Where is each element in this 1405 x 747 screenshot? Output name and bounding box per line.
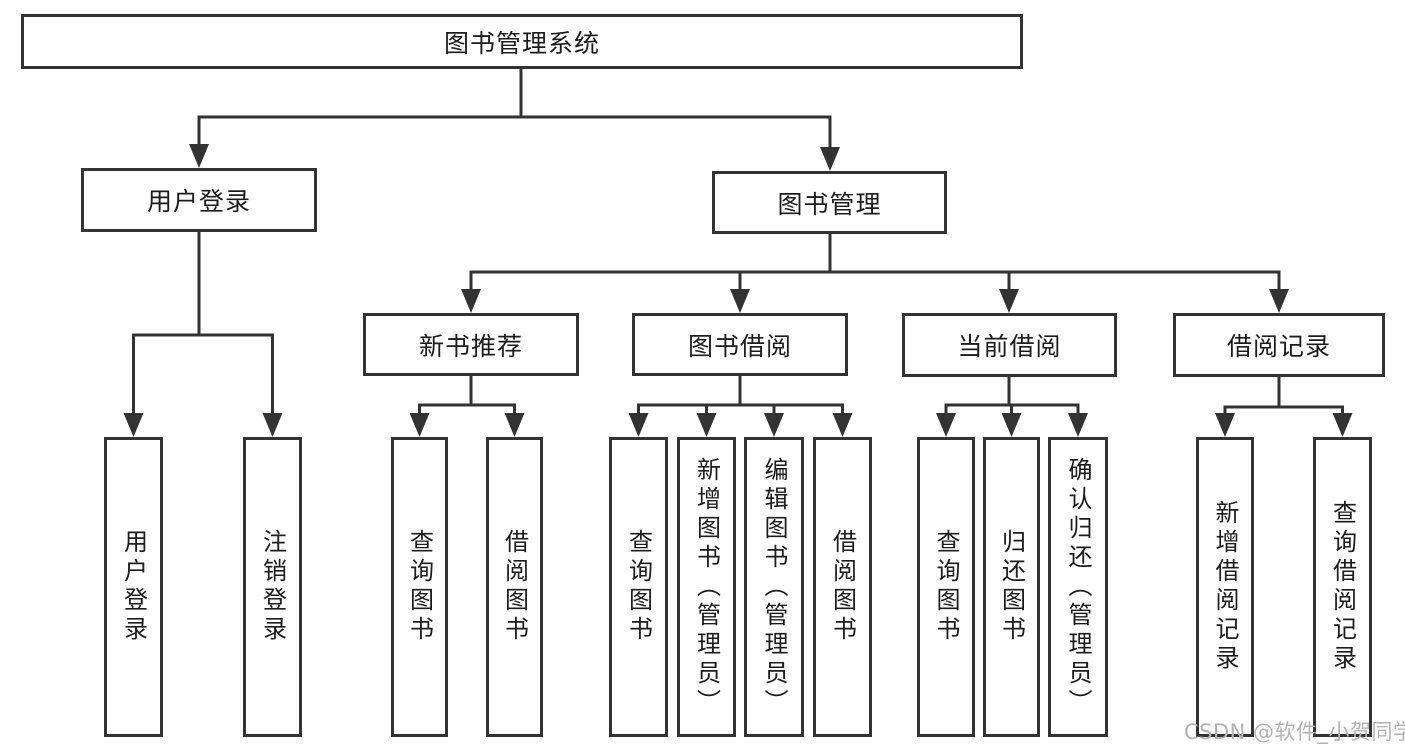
node-new-book-rec: 新书推荐	[363, 313, 579, 376]
leaf-cb-query-books: 查询图书	[917, 437, 975, 737]
leaf-cb-return-books: 归还图书	[983, 437, 1040, 737]
edges-root	[189, 67, 840, 171]
node-user-login-label: 用户登录	[146, 187, 251, 216]
leaf-nb-borrow-books: 借阅图书	[486, 437, 543, 737]
node-book-borrow: 图书借阅	[632, 313, 848, 376]
leaf-br-query-record-label: 查询借阅记录	[1328, 500, 1357, 674]
leaf-br-add-record-label: 新增借阅记录	[1211, 500, 1239, 674]
leaf-logout: 注销登录	[243, 437, 302, 737]
leaf-logout-label: 注销登录	[258, 529, 287, 645]
leaf-bb-edit-books: 编辑图书（管理员）	[744, 437, 804, 737]
node-current-borrow: 当前借阅	[902, 313, 1117, 377]
node-current-borrow-label: 当前借阅	[957, 332, 1062, 361]
leaf-br-add-record: 新增借阅记录	[1196, 437, 1254, 737]
csdn-watermark: CSDN @软件_小贺同学	[1184, 720, 1405, 744]
leaf-bb-borrow-books-label: 借阅图书	[828, 529, 857, 645]
leaf-bb-edit-books-label: 编辑图书（管理员）	[760, 456, 788, 718]
node-user-login: 用户登录	[81, 168, 317, 232]
edges-borrow-records	[1215, 375, 1353, 437]
leaf-cb-confirm-return-label: 确认归还（管理员）	[1064, 456, 1092, 718]
node-book-mgmt: 图书管理	[712, 171, 947, 234]
leaf-nb-query-books-label: 查询图书	[405, 529, 434, 645]
leaf-bb-query-books: 查询图书	[609, 437, 668, 737]
edges-book-mgmt	[461, 232, 1289, 313]
node-root-label: 图书管理系统	[443, 28, 600, 58]
leaf-bb-add-books: 新增图书（管理员）	[677, 437, 736, 737]
node-book-mgmt-label: 图书管理	[777, 189, 882, 219]
edges-book-borrow	[628, 374, 853, 437]
leaf-bb-query-books-label: 查询图书	[624, 529, 653, 645]
leaf-bb-borrow-books: 借阅图书	[813, 437, 872, 737]
edges-new-book-rec	[409, 374, 525, 437]
leaf-user-login-label: 用户登录	[119, 529, 148, 645]
node-borrow-records-label: 借阅记录	[1226, 332, 1331, 361]
leaf-cb-return-books-label: 归还图书	[997, 529, 1026, 645]
leaf-cb-confirm-return: 确认归还（管理员）	[1048, 437, 1108, 737]
leaf-br-query-record: 查询借阅记录	[1313, 437, 1372, 737]
edges-current-borrow	[936, 375, 1088, 437]
node-root: 图书管理系统	[21, 14, 1023, 69]
leaf-nb-borrow-books-label: 借阅图书	[500, 529, 529, 645]
edges-user-login	[123, 230, 283, 437]
leaf-cb-query-books-label: 查询图书	[932, 529, 960, 645]
leaf-nb-query-books: 查询图书	[391, 437, 448, 737]
leaf-bb-add-books-label: 新增图书（管理员）	[692, 456, 721, 718]
node-new-book-rec-label: 新书推荐	[418, 331, 523, 361]
leaf-user-login: 用户登录	[104, 437, 163, 737]
node-borrow-records: 借阅记录	[1173, 313, 1385, 377]
node-book-borrow-label: 图书借阅	[687, 331, 792, 361]
